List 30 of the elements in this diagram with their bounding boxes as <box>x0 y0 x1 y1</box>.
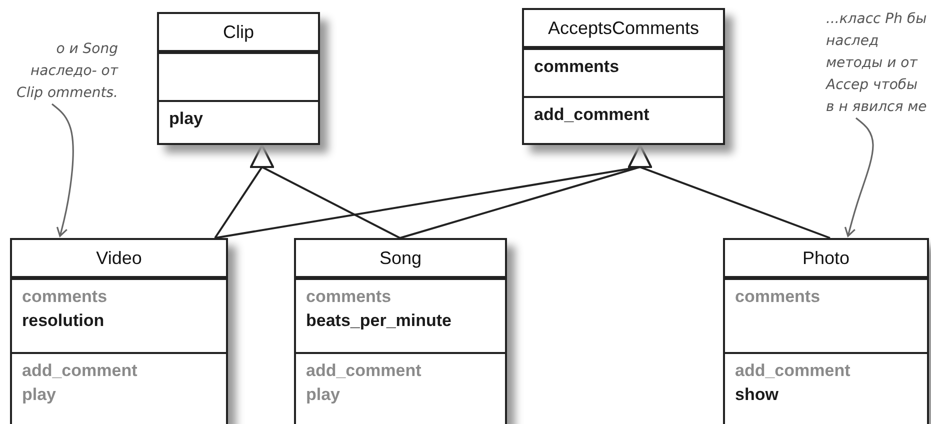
handwritten-note: о и Song наследо- от Clip omments. <box>2 38 118 104</box>
method: show <box>735 384 780 406</box>
method: add_comment <box>306 360 422 382</box>
method: play <box>306 384 342 406</box>
method: play <box>169 108 204 130</box>
handwritten-note: ...класс Ph бы наслед методы и от Accep чтобы в н явился ме <box>826 8 928 118</box>
attribute: beats_per_minute <box>306 310 452 332</box>
method: add_comment <box>534 104 650 126</box>
class-box <box>522 8 725 145</box>
class-name: Video <box>96 248 142 268</box>
method: play <box>22 384 58 406</box>
class-name: Clip <box>222 22 254 42</box>
inheritance-arrow <box>250 144 400 239</box>
class-box <box>294 238 507 424</box>
method: add_comment <box>22 360 138 382</box>
attribute: comments <box>306 286 392 308</box>
attribute: resolution <box>22 310 106 332</box>
method: add_comment <box>735 360 852 382</box>
leader-arrow <box>52 103 74 237</box>
class-box <box>157 12 320 145</box>
class-box <box>723 238 929 424</box>
leader-arrow <box>844 117 874 237</box>
inheritance-arrow <box>628 144 830 239</box>
class-box <box>10 238 228 424</box>
attribute: comments <box>735 286 822 308</box>
class-name: Photo <box>802 248 850 268</box>
class-name: Song <box>379 248 422 268</box>
attribute: comments <box>534 56 620 78</box>
class-name: AcceptsComments <box>548 18 700 38</box>
attribute: comments <box>22 286 108 308</box>
